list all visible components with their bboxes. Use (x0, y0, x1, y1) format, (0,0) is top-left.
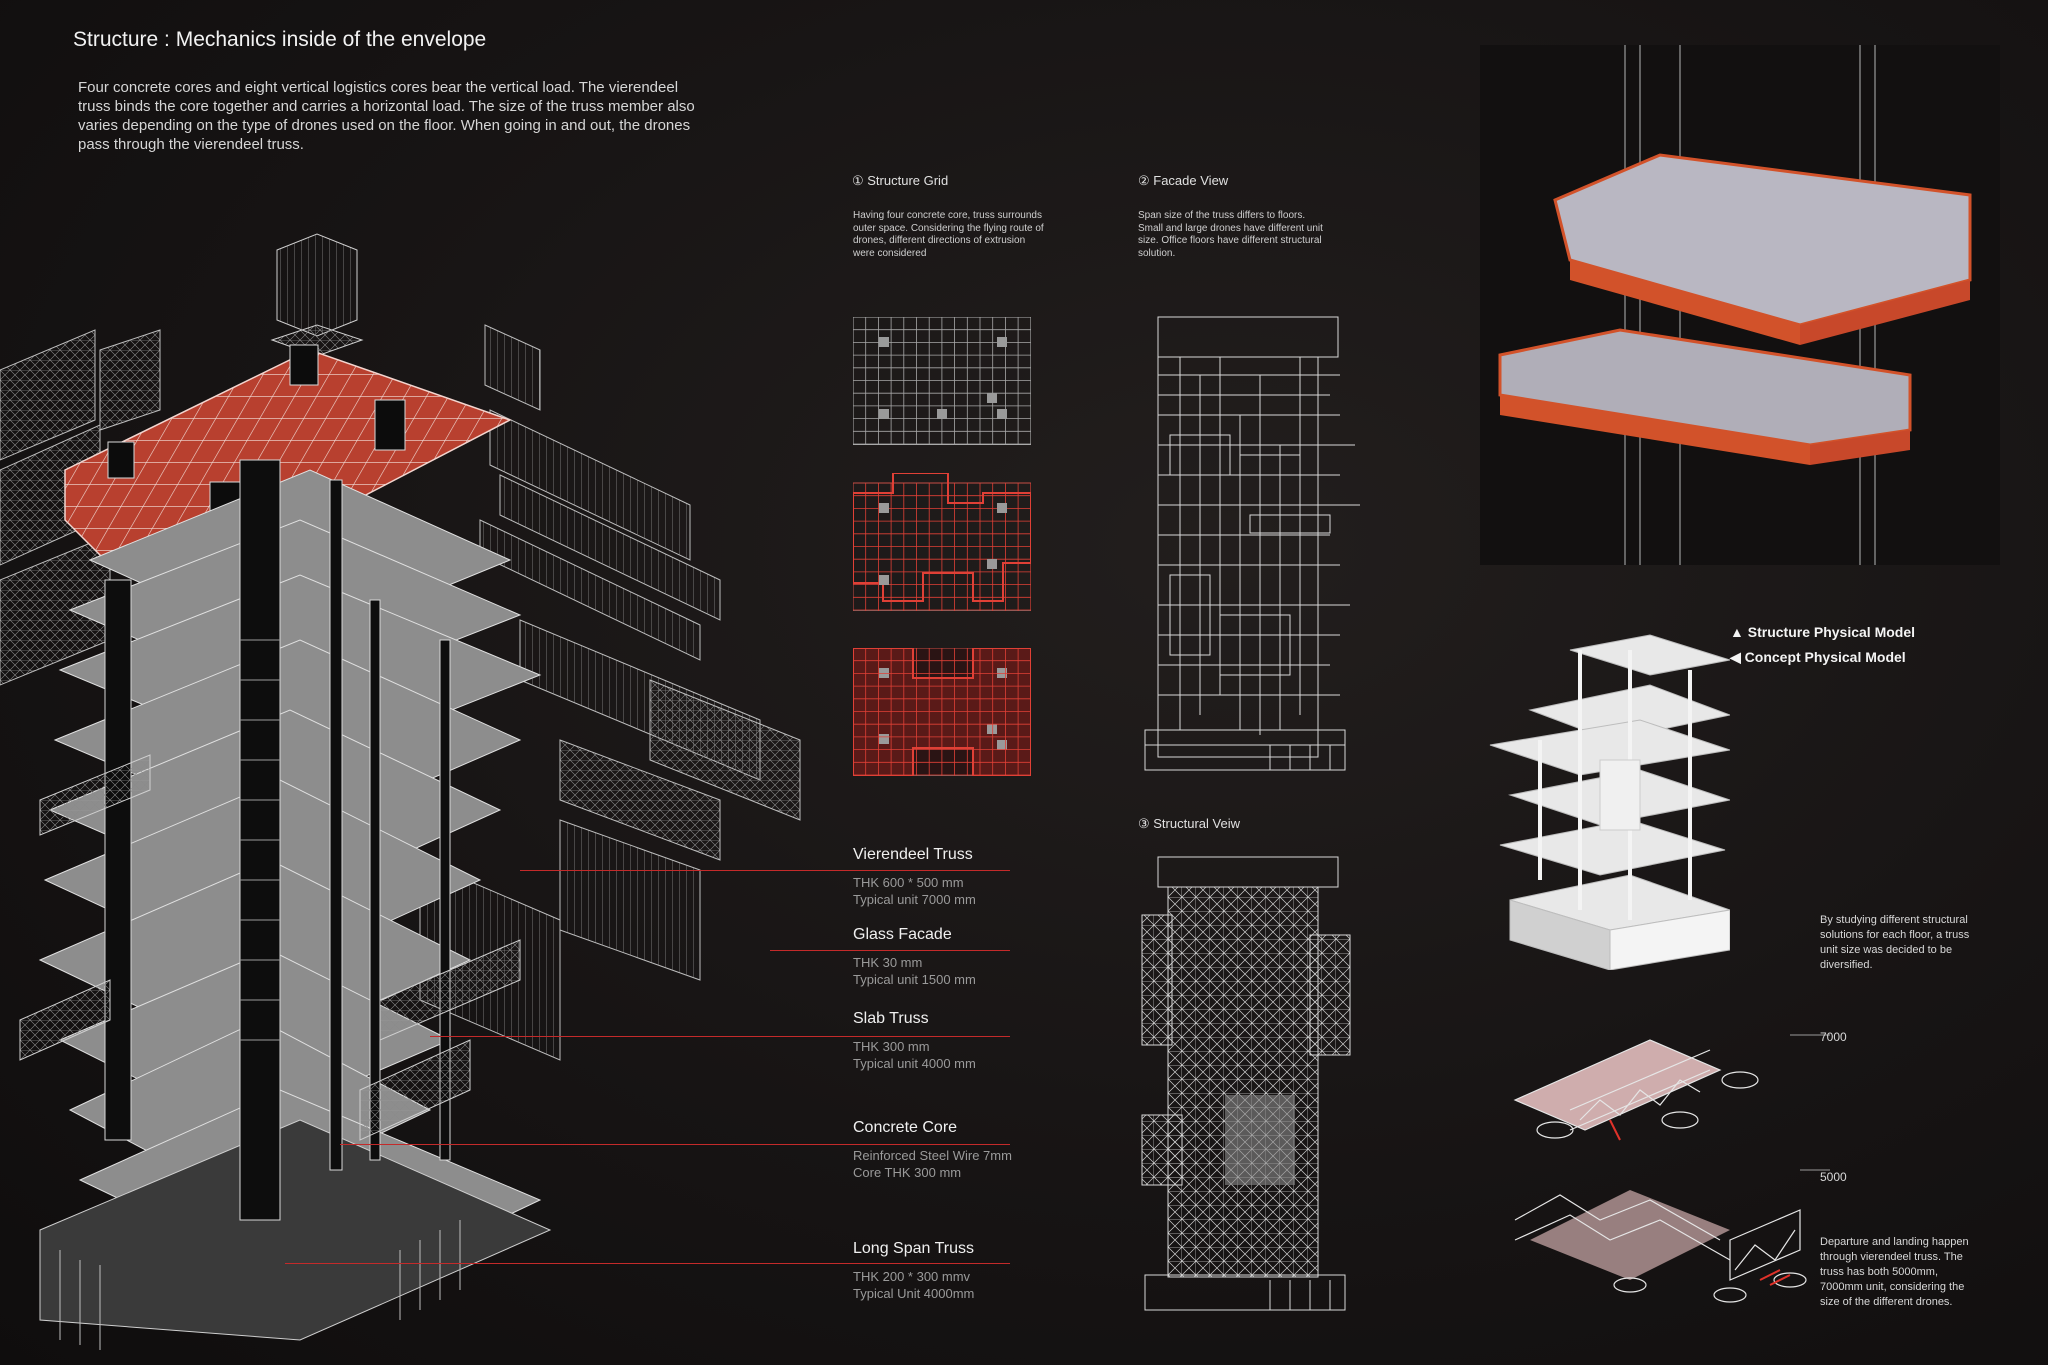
label-long-span-truss: Long Span Truss THK 200 * 300 mmv Typica… (853, 1240, 974, 1302)
label-line2: Typical unit 1500 mm (853, 972, 976, 987)
intro-paragraph: Four concrete cores and eight vertical l… (78, 79, 695, 153)
page-title: Structure : Mechanics inside of the enve… (73, 28, 487, 51)
dimension-7000: 7000 (1820, 1030, 1847, 1044)
label-title: Slab Truss (853, 1010, 929, 1027)
structural-view-drawing (1141, 856, 1351, 1311)
structure-physical-model-photo (1480, 45, 2000, 565)
study-note: By studying different structural solutio… (1820, 914, 1970, 971)
callout-line-glass (770, 950, 1010, 951)
label-line1: THK 300 mm (853, 1039, 930, 1054)
label-title: Long Span Truss (853, 1240, 974, 1257)
facade-view-description: Span size of the truss differs to floors… (1138, 210, 1323, 259)
structure-grid-plan-3 (853, 648, 1031, 776)
drone-note: Departure and landing happen through vie… (1820, 1236, 1969, 1308)
callout-line-longspan (285, 1263, 1010, 1264)
label-line2: Typical Unit 4000mm (853, 1286, 975, 1301)
label-title: Concrete Core (853, 1119, 958, 1136)
facade-view-drawing (1144, 316, 1360, 771)
label-line2: Typical unit 7000 mm (853, 892, 976, 907)
exploded-axonometric-drawing (0, 233, 801, 1350)
callout-line-vierendeel (520, 870, 1010, 871)
label-vierendeel-truss: Vierendeel Truss THK 600 * 500 mm Typica… (853, 846, 976, 908)
label-glass-facade: Glass Facade THK 30 mm Typical unit 1500… (853, 926, 976, 988)
structural-view-title: ③ Structural Veiw (1138, 816, 1240, 831)
label-line1: Reinforced Steel Wire 7mm (853, 1148, 1012, 1163)
truss-5000-diagram (1514, 1169, 1830, 1303)
legend-structure-label: Structure Physical Model (1747, 624, 1916, 640)
structure-grid-plan-1 (853, 317, 1031, 445)
label-line1: THK 600 * 500 mm (853, 875, 964, 890)
structure-grid-title: ① Structure Grid (852, 173, 949, 188)
triangle-up-icon: ▲ (1730, 624, 1748, 640)
facade-view-title: ② Facade View (1138, 173, 1229, 188)
label-line2: Typical unit 4000 mm (853, 1056, 976, 1071)
label-title: Vierendeel Truss (853, 846, 973, 863)
callout-line-core (340, 1144, 1010, 1145)
label-line1: THK 30 mm (853, 955, 923, 970)
label-line1: THK 200 * 300 mmv (853, 1269, 971, 1284)
legend-structure-model: ▲ Structure Physical Model (1730, 624, 1915, 640)
legend-concept-label: Concept Physical Model (1744, 649, 1906, 665)
dimension-5000: 5000 (1820, 1170, 1847, 1184)
legend-concept-model: ◀ Concept Physical Model (1730, 649, 1906, 666)
structure-grid-plan-2 (853, 473, 1031, 611)
structure-grid-description: Having four concrete core, truss surroun… (853, 210, 1044, 259)
label-concrete-core: Concrete Core Reinforced Steel Wire 7mm … (853, 1119, 1012, 1181)
callout-line-slab (430, 1036, 1010, 1037)
triangle-left-icon: ◀ (1730, 649, 1745, 665)
label-slab-truss: Slab Truss THK 300 mm Typical unit 4000 … (853, 1010, 976, 1072)
concept-physical-model-photo (1489, 634, 1730, 970)
label-line2: Core THK 300 mm (853, 1165, 962, 1180)
truss-7000-diagram (1513, 1034, 1830, 1141)
label-title: Glass Facade (853, 926, 952, 943)
